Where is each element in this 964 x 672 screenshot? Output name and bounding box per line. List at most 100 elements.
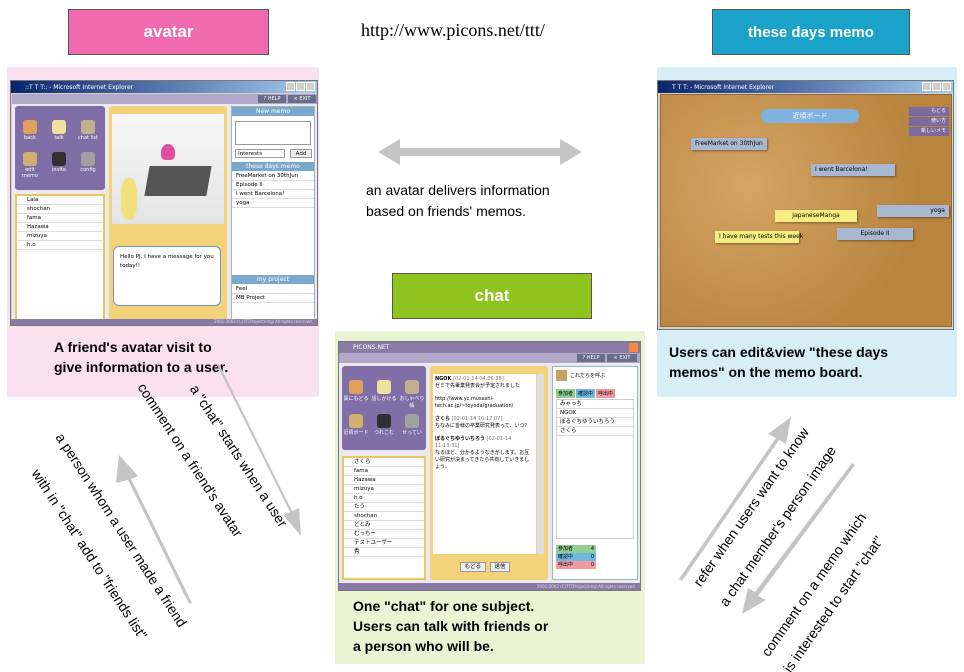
help-button[interactable]: ? HELP (577, 354, 605, 362)
friend-item[interactable]: mizuya (344, 485, 424, 494)
board-side-button[interactable]: もどる (909, 107, 949, 116)
edit-memo-tool[interactable]: edit memo (17, 152, 43, 179)
memo-item[interactable]: yoga (232, 199, 314, 208)
memo-item[interactable]: I went Barcelona! (232, 190, 314, 199)
friend-item[interactable]: 秀 (344, 548, 424, 557)
memo-item[interactable]: Episode II (232, 181, 314, 190)
exit-button[interactable]: × EXIT (607, 354, 637, 362)
member-tab[interactable]: 呼出中 (596, 389, 616, 398)
board-side-button[interactable]: 新しいメモ (909, 127, 949, 136)
memo-note[interactable]: I went Barcelona! (811, 164, 895, 176)
chat-tool[interactable]: 近頃ボード (343, 414, 369, 436)
stat-value: 0 (590, 562, 594, 568)
maximize-icon[interactable] (296, 82, 305, 91)
exit-button[interactable]: × EXIT (288, 95, 316, 103)
project-item[interactable]: Feel (232, 285, 314, 294)
chat-list-tool[interactable]: chat list (75, 120, 101, 141)
avatar-window: ::T T T:: - Microsoft Internet Explorer … (10, 80, 318, 326)
member-avatar-icon (556, 370, 567, 381)
memo-note[interactable]: I have many tests this week (715, 231, 803, 243)
friend-item[interactable]: テストユーザー (344, 539, 424, 548)
chat-back-button[interactable]: もどる (460, 562, 486, 572)
board-side-button[interactable]: 使い方 (909, 117, 949, 126)
new-memo-input[interactable] (235, 121, 311, 145)
window-title: ::T T T:: - Microsoft Internet Explorer (25, 83, 134, 91)
close-icon[interactable] (306, 82, 315, 91)
pink-avatar-icon (161, 144, 175, 160)
minimize-icon[interactable] (286, 82, 295, 91)
friend-item[interactable]: mizuya (17, 232, 103, 241)
tool-label: chat list (78, 135, 98, 141)
close-icon[interactable] (629, 343, 638, 352)
project-item[interactable]: MB Project (232, 294, 314, 303)
member-tab[interactable]: 確認中 (576, 389, 596, 398)
member-item[interactable]: ぼるぐちゆういちろう (557, 418, 633, 427)
add-button[interactable]: Add (290, 149, 312, 158)
back-icon (349, 380, 363, 394)
back-tool[interactable]: back (17, 120, 43, 141)
tool-label: config (80, 167, 96, 173)
tool-label: せってい (402, 430, 422, 436)
friend-item[interactable]: shochan (344, 512, 424, 521)
friend-item[interactable]: どとみ (344, 521, 424, 530)
tool-label: edit memo (22, 167, 38, 179)
url-text: http://www.picons.net/ttt/ (361, 20, 545, 40)
chat-tool-panel: 異にもどる 話しかける おしゃべり帳 近頃ボード つれこむ せってい (342, 366, 426, 450)
window-title: PICONS.NET (353, 344, 390, 351)
memo-note[interactable]: FreeMarket on 30thJun (691, 138, 767, 150)
chat-tool[interactable]: せってい (399, 414, 425, 436)
memo-item[interactable]: FreeMarket on 30thJun (232, 172, 314, 181)
talk-icon (52, 120, 66, 134)
friend-item[interactable]: shochan (17, 205, 103, 214)
friend-item[interactable]: Lala (17, 196, 103, 205)
friend-item[interactable]: h.o (344, 494, 424, 503)
minimize-icon[interactable] (922, 82, 931, 91)
chat-message: さくら [02-01-14 10:17:07]ちなみに皆様の卒業研究発表って、い… (435, 416, 534, 430)
chat-tool[interactable]: つれこむ (371, 414, 397, 436)
friend-item[interactable]: Hazawa (344, 476, 424, 485)
member-item[interactable]: さくら (557, 427, 633, 436)
memo-note[interactable]: JapaneseManga (775, 210, 857, 222)
message-time: [02-01-14 11:13:31] (435, 436, 512, 449)
talk-tool[interactable]: talk (46, 120, 72, 141)
friend-item[interactable]: さくら (344, 458, 424, 467)
message-author: ぼるぐちゆういちろう (435, 436, 486, 442)
friend-item[interactable]: fama (344, 467, 424, 476)
invite-tool[interactable]: invite (46, 152, 72, 173)
friend-item[interactable]: むっちー (344, 530, 424, 539)
memo-note[interactable]: Episode II (837, 228, 913, 240)
chat-caption-line: a person who will be. (353, 638, 494, 654)
chat-send-button[interactable]: 送信 (490, 562, 510, 572)
avatar-app-body: ? HELP × EXIT back talk chat list edit m… (12, 94, 317, 325)
config-icon (405, 414, 419, 428)
talk-icon (377, 380, 391, 394)
close-icon[interactable] (942, 82, 951, 91)
help-button[interactable]: ? HELP (258, 95, 286, 103)
stat-label: 呼出中 (558, 562, 574, 568)
memo-note[interactable]: yoga (877, 205, 949, 217)
memo-header: these days memo (232, 162, 314, 171)
friend-item[interactable]: fama (17, 214, 103, 223)
member-item[interactable]: みゃっち (557, 400, 633, 409)
chat-list-icon (405, 380, 419, 394)
window-title: T T T: - Microsoft Internet Explorer (672, 83, 775, 91)
config-icon (81, 152, 95, 166)
maximize-icon[interactable] (932, 82, 941, 91)
member-tab[interactable]: 参加者 (556, 389, 576, 398)
member-item[interactable]: NGOK (557, 409, 633, 418)
board-title: 近頃ボード (761, 109, 859, 123)
friend-item[interactable]: Hazawa (17, 223, 103, 232)
interests-select[interactable]: Interests (235, 149, 285, 158)
friend-item[interactable]: h.o (17, 241, 103, 250)
back-icon (23, 120, 37, 134)
config-tool[interactable]: config (75, 152, 101, 173)
message-text: なるほど、分かるようなきがします。お互い研究が決まってきたら共有していきましょう… (435, 450, 530, 470)
chat-tool[interactable]: 話しかける (371, 380, 397, 402)
friend-item[interactable]: たう (344, 503, 424, 512)
chat-tool[interactable]: 異にもどる (343, 380, 369, 402)
chat-tool[interactable]: おしゃべり帳 (399, 380, 425, 409)
chat-scrollbar[interactable] (537, 374, 544, 554)
memo-list: FreeMarket on 30thJun Episode II I went … (232, 172, 314, 208)
avatar-caption-line: give information to a user. (54, 359, 229, 375)
member-list: みゃっち NGOK ぼるぐちゆういちろう さくら (556, 399, 634, 539)
